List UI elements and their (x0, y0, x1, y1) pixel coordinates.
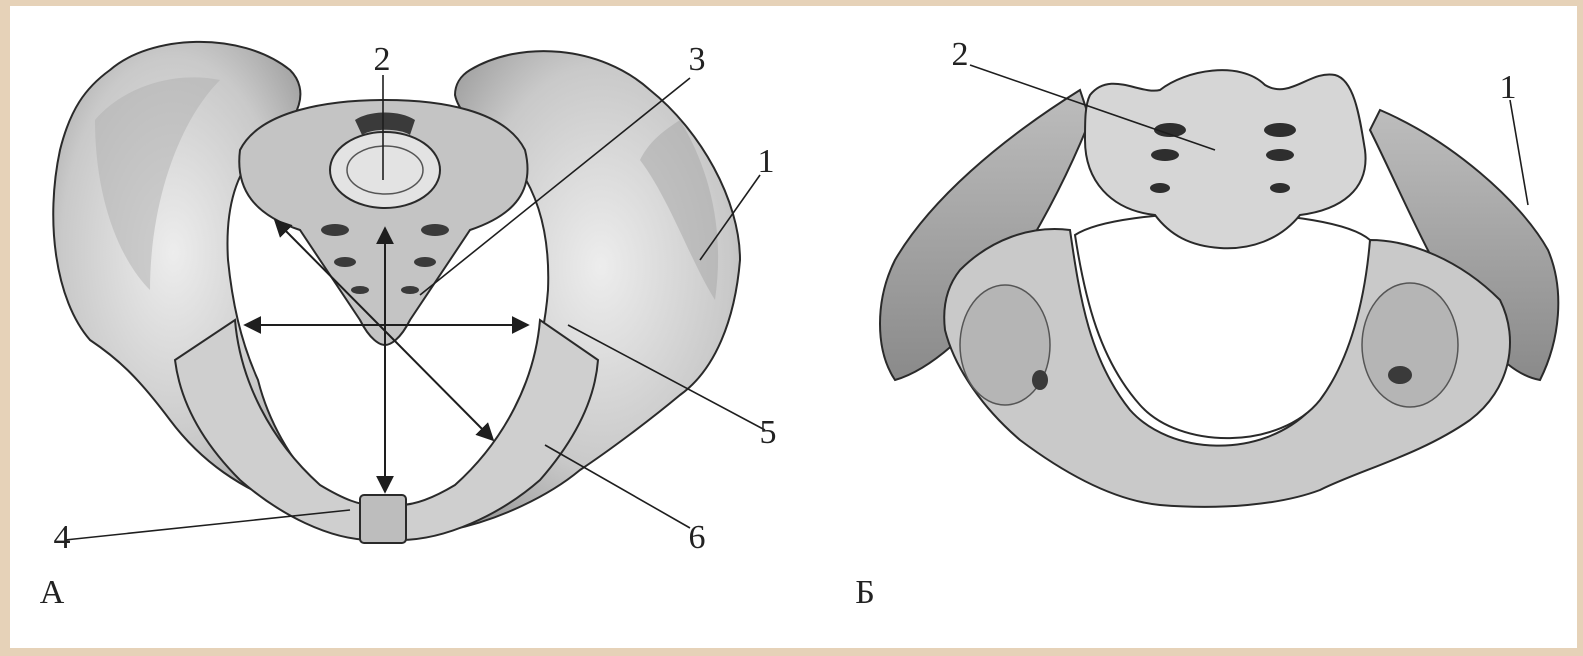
figure-b-callout-1: 1 (1500, 69, 1517, 106)
figure-a-panel-label: А (40, 574, 65, 611)
figure-a-callout-1: 1 (758, 143, 775, 180)
figure-a-callout-3: 3 (689, 41, 706, 78)
figure-a-callout-6: 6 (689, 519, 706, 556)
figure-a-callout-4: 4 (54, 519, 71, 556)
figure-a-callout-5: 5 (760, 414, 777, 451)
figure-b-callout-2: 2 (952, 36, 969, 73)
right-obturator-foramen (1388, 366, 1412, 384)
left-obturator-foramen (1032, 370, 1048, 390)
figure-a-callout-2: 2 (374, 41, 391, 78)
right-acetabulum (1362, 283, 1458, 407)
figure-b-panel-label: Б (855, 574, 875, 611)
pubic-symphysis (360, 495, 406, 543)
